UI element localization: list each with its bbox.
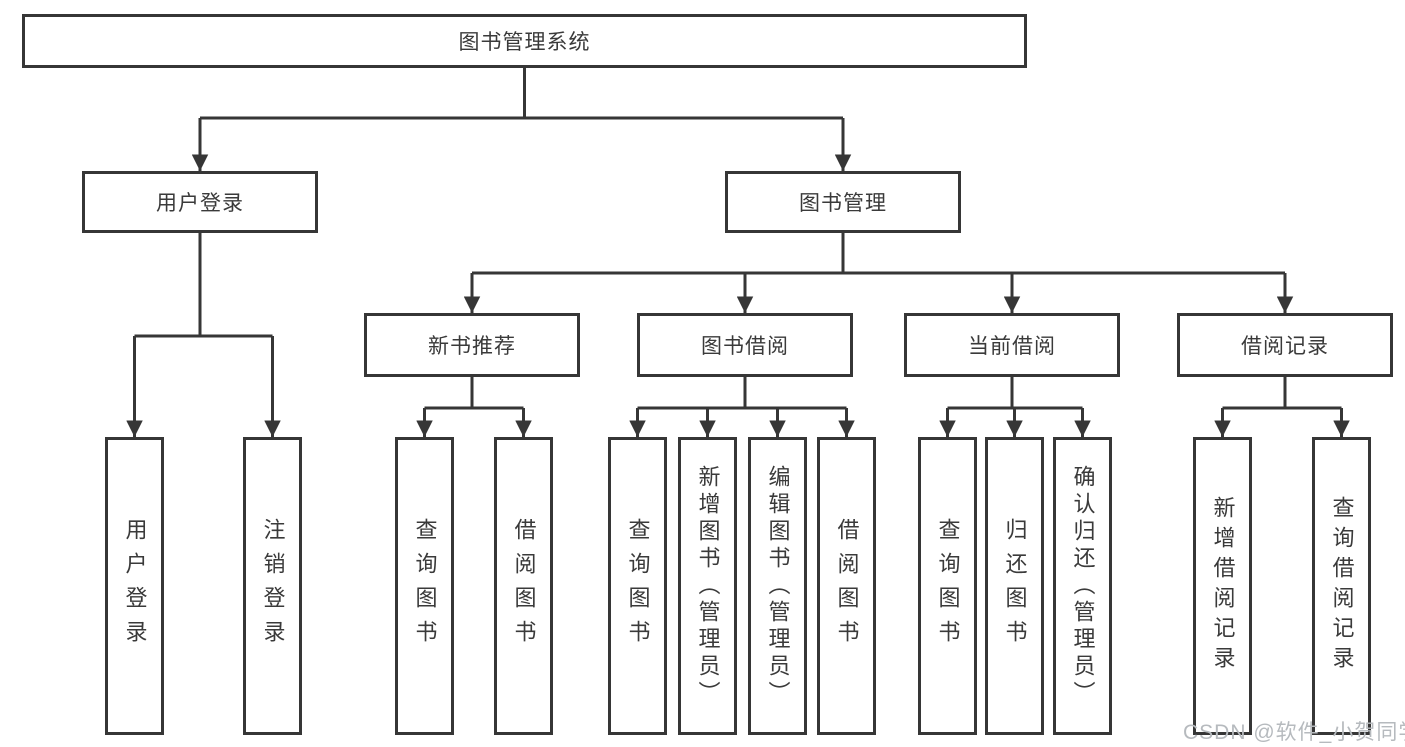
leaf-add-borrow-record: 新增借阅记录 (1193, 437, 1252, 735)
leaf-return-books: 归还图书 (985, 437, 1044, 735)
leaf-user-login: 用户登录 (105, 437, 164, 735)
leaf-borrow-books-recommend: 借阅图书 (494, 437, 553, 735)
node-label: 新增借阅记录 (1210, 496, 1236, 676)
node-book-management: 图书管理 (725, 171, 961, 233)
leaf-borrow-books: 借阅图书 (817, 437, 876, 735)
node-label: 编辑图书（管理员） (765, 464, 791, 708)
edge-newrec-trunk (424, 377, 524, 410)
leaf-edit-books-admin: 编辑图书（管理员） (748, 437, 807, 735)
leaf-add-books-admin: 新增图书（管理员） (678, 437, 737, 735)
edge-borrow-trunk (637, 377, 847, 410)
node-label: 借阅记录 (1241, 335, 1329, 358)
edge-user-trunk (134, 233, 273, 338)
node-user-login-branch: 用户登录 (82, 171, 318, 233)
leaf-query-books-recommend: 查询图书 (395, 437, 454, 735)
node-label: 图书管理系统 (458, 31, 591, 54)
node-library-management-system: 图书管理系统 (22, 14, 1027, 68)
node-label: 用户登录 (156, 192, 244, 215)
node-new-book-recommend: 新书推荐 (364, 313, 580, 377)
node-label: 用户登录 (122, 518, 148, 654)
node-label: 归还图书 (1002, 518, 1028, 654)
node-label: 借阅图书 (834, 518, 860, 654)
leaf-query-borrow-record: 查询借阅记录 (1312, 437, 1371, 735)
node-current-borrowing: 当前借阅 (904, 313, 1120, 377)
edge-root-trunk (200, 68, 843, 120)
node-label: 新书推荐 (428, 335, 516, 358)
leaf-confirm-return-admin: 确认归还（管理员） (1053, 437, 1112, 735)
node-label: 查询图书 (935, 518, 961, 654)
edge-records-trunk (1222, 377, 1342, 410)
node-borrowing-records: 借阅记录 (1177, 313, 1393, 377)
node-label: 新增图书（管理员） (695, 464, 721, 708)
edge-book-trunk (472, 233, 1285, 275)
node-label: 查询图书 (625, 518, 651, 654)
node-label: 图书借阅 (701, 335, 789, 358)
leaf-query-books-current: 查询图书 (918, 437, 977, 735)
leaf-logout: 注销登录 (243, 437, 302, 735)
edge-current-trunk (947, 377, 1083, 410)
node-label: 借阅图书 (511, 518, 537, 654)
leaf-query-books-borrowing: 查询图书 (608, 437, 667, 735)
node-book-borrowing: 图书借阅 (637, 313, 853, 377)
node-label: 确认归还（管理员） (1070, 464, 1096, 708)
node-label: 查询图书 (412, 518, 438, 654)
node-label: 当前借阅 (968, 335, 1056, 358)
node-label: 注销登录 (260, 518, 286, 654)
node-label: 图书管理 (799, 192, 887, 215)
node-label: 查询借阅记录 (1329, 496, 1355, 676)
csdn-watermark: CSDN @软件_小贺同学 (1183, 721, 1405, 744)
